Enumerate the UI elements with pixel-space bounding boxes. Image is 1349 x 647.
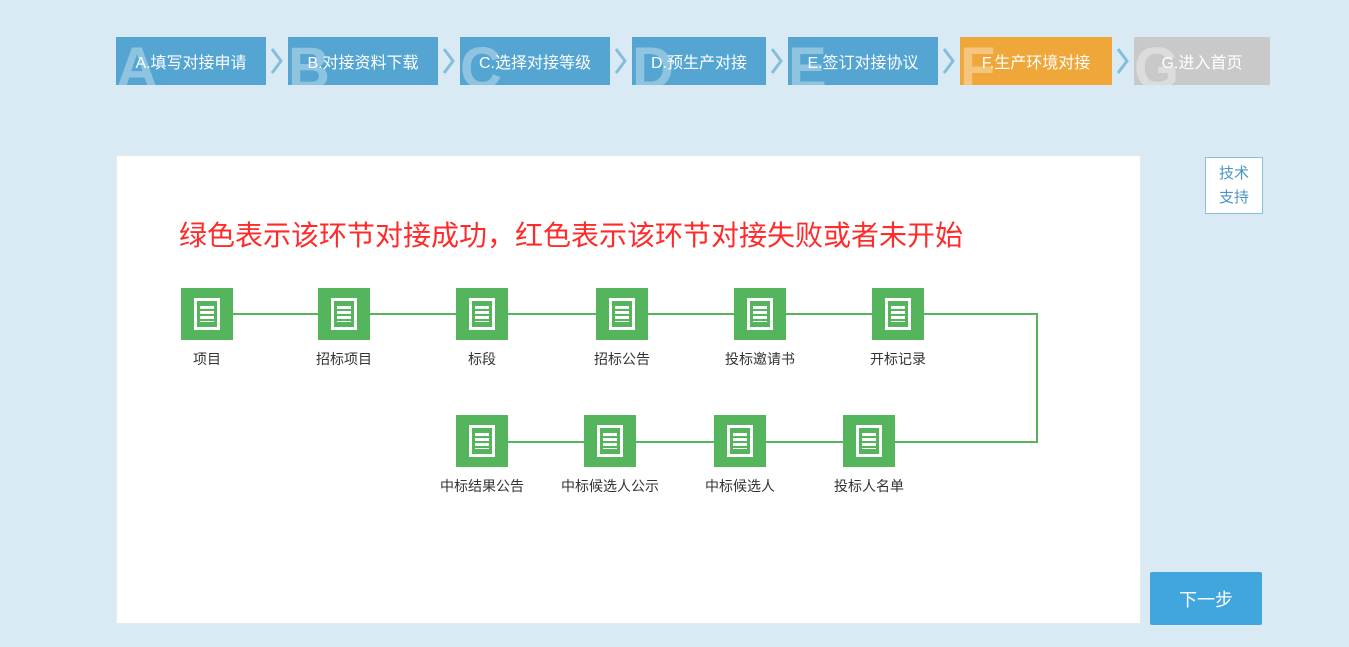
tech-support-line1: 技术 (1218, 164, 1249, 182)
step-a: A A.填写对接申请 (116, 37, 266, 85)
flow-node-win-result-announcement: 中标结果公告 (417, 415, 547, 496)
tech-support-button[interactable]: 技术 支持 (1205, 157, 1263, 214)
step-b: B B.对接资料下载 (288, 37, 438, 85)
tech-support-line2: 支持 (1218, 188, 1249, 206)
document-icon[interactable] (734, 288, 786, 340)
document-icon[interactable] (843, 415, 895, 467)
connector-line (1036, 313, 1038, 443)
document-icon[interactable] (181, 288, 233, 340)
step-e: E E.签订对接协议 (788, 37, 938, 85)
flow-node-label: 开标记录 (870, 351, 926, 367)
step-f-current: F F.生产环境对接 (960, 37, 1112, 85)
chevron-right-icon (610, 37, 632, 85)
step-label: G.进入首页 (1161, 55, 1243, 72)
chevron-right-icon (266, 37, 288, 85)
content-panel: 绿色表示该环节对接成功，红色表示该环节对接失败或者未开始 项目 招标项目 标段 … (116, 155, 1141, 624)
flow-node-project: 项目 (142, 288, 272, 369)
next-step-button[interactable]: 下一步 (1150, 572, 1262, 625)
flow-node-tender-announcement: 招标公告 (557, 288, 687, 369)
step-c: C C.选择对接等级 (460, 37, 610, 85)
flow-node-label: 中标结果公告 (440, 478, 524, 494)
document-icon[interactable] (456, 415, 508, 467)
document-icon[interactable] (318, 288, 370, 340)
flow-node-label: 中标候选人 (705, 478, 775, 494)
chevron-right-icon (1112, 37, 1134, 85)
step-label: F.生产环境对接 (981, 55, 1091, 72)
step-label: E.签订对接协议 (807, 55, 919, 72)
document-icon[interactable] (596, 288, 648, 340)
flow-node-win-candidate: 中标候选人 (675, 415, 805, 496)
flow-node-bidder-list: 投标人名单 (804, 415, 934, 496)
flow-node-label: 标段 (468, 351, 496, 367)
wizard-stepbar: A A.填写对接申请 B B.对接资料下载 C C.选择对接等级 D D.预生产… (116, 37, 1270, 85)
chevron-right-icon (766, 37, 788, 85)
legend-text: 绿色表示该环节对接成功，红色表示该环节对接失败或者未开始 (179, 220, 964, 251)
step-g: G G.进入首页 (1134, 37, 1270, 85)
chevron-right-icon (438, 37, 460, 85)
flow-diagram: 项目 招标项目 标段 招标公告 投标邀请书 开标记录 中标结果公告 (117, 156, 1140, 623)
flow-node-bid-invitation: 投标邀请书 (695, 288, 825, 369)
flow-node-label: 招标公告 (594, 351, 650, 367)
step-label: D.预生产对接 (650, 55, 747, 72)
flow-node-bid-opening-record: 开标记录 (833, 288, 963, 369)
flow-node-label: 项目 (193, 351, 221, 367)
document-icon[interactable] (456, 288, 508, 340)
flow-node-bid-section: 标段 (417, 288, 547, 369)
flow-node-label: 中标候选人公示 (561, 478, 659, 494)
flow-node-candidate-publicity: 中标候选人公示 (545, 415, 675, 496)
flow-node-label: 投标人名单 (834, 478, 904, 494)
step-label: C.选择对接等级 (478, 55, 591, 72)
flow-node-label: 招标项目 (316, 351, 372, 367)
step-label: A.填写对接申请 (135, 55, 247, 72)
flow-node-tender-project: 招标项目 (279, 288, 409, 369)
document-icon[interactable] (872, 288, 924, 340)
document-icon[interactable] (714, 415, 766, 467)
step-label: B.对接资料下载 (307, 55, 419, 72)
flow-node-label: 投标邀请书 (725, 351, 795, 367)
document-icon[interactable] (584, 415, 636, 467)
step-d: D D.预生产对接 (632, 37, 766, 85)
chevron-right-icon (938, 37, 960, 85)
